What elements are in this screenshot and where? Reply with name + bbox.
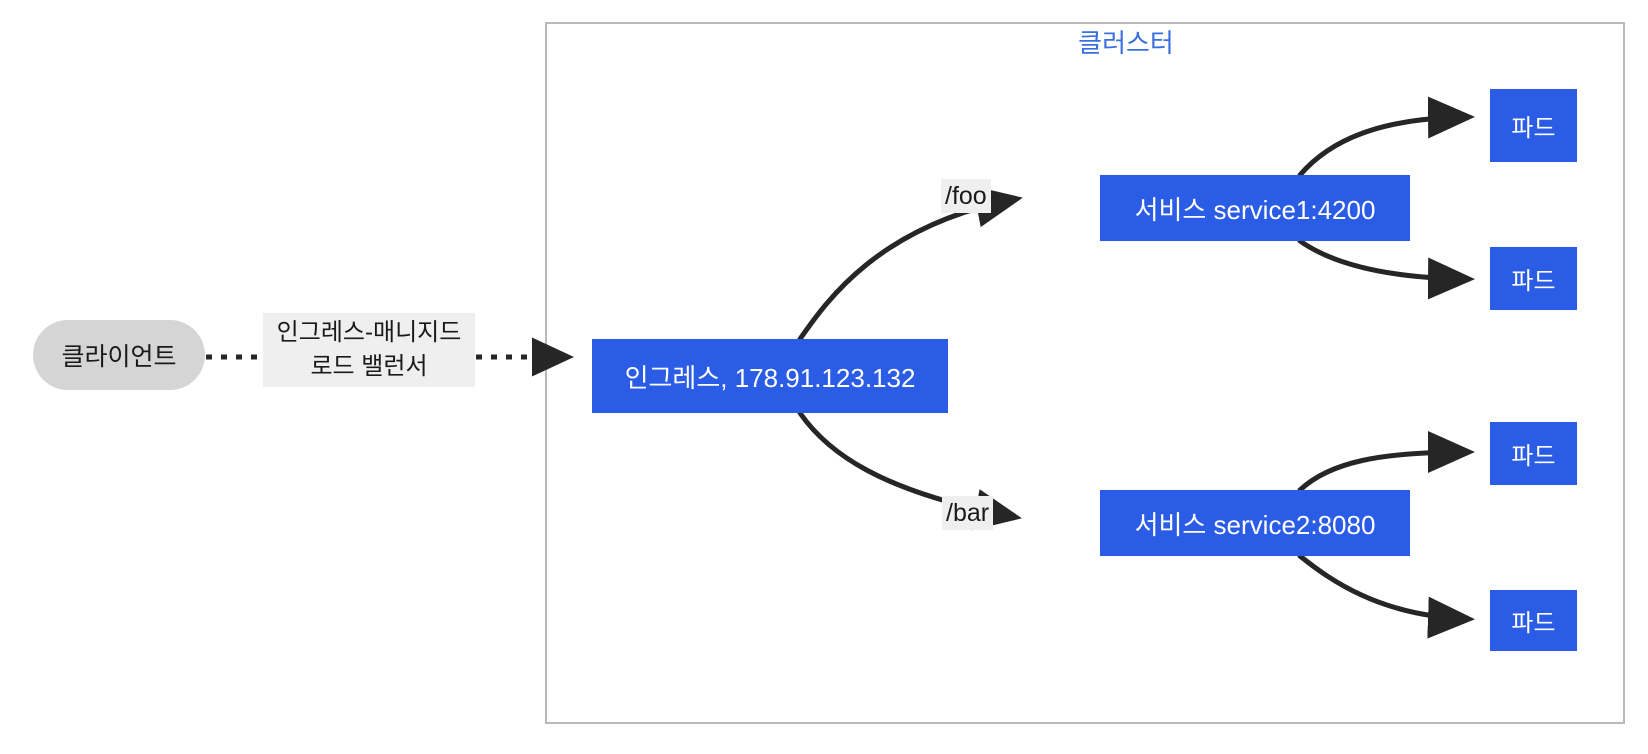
edge-label-load-balancer-line2: 로드 밸런서: [310, 353, 428, 380]
cluster-title: 클러스터: [1078, 28, 1174, 58]
node-service-2-label: 서비스 service2:8080: [1134, 509, 1376, 540]
edge-label-load-balancer: 인그레스-매니지드 로드 밸런서: [263, 313, 475, 387]
node-pod-2-label: 파드: [1511, 268, 1556, 295]
node-pod-2[interactable]: 파드: [1490, 247, 1577, 310]
node-service-1[interactable]: 서비스 service1:4200: [1100, 175, 1410, 241]
node-service-1-label: 서비스 service1:4200: [1134, 194, 1376, 225]
node-client[interactable]: 클라이언트: [33, 320, 205, 390]
node-pod-1-label: 파드: [1511, 115, 1556, 142]
node-pod-4-label: 파드: [1511, 610, 1556, 637]
node-ingress-label: 인그레스, 178.91.123.132: [624, 362, 916, 393]
node-service-2[interactable]: 서비스 service2:8080: [1100, 490, 1410, 556]
node-pod-1[interactable]: 파드: [1490, 89, 1577, 162]
node-pod-3-label: 파드: [1511, 443, 1556, 470]
node-ingress[interactable]: 인그레스, 178.91.123.132: [592, 339, 948, 413]
node-client-label: 클라이언트: [61, 343, 177, 371]
node-pod-4[interactable]: 파드: [1490, 590, 1577, 651]
edge-label-path-foo: /foo: [941, 179, 991, 213]
edge-label-path-bar: /bar: [942, 496, 994, 530]
edge-label-load-balancer-line1: 인그레스-매니지드: [276, 319, 462, 346]
node-pod-3[interactable]: 파드: [1490, 422, 1577, 485]
